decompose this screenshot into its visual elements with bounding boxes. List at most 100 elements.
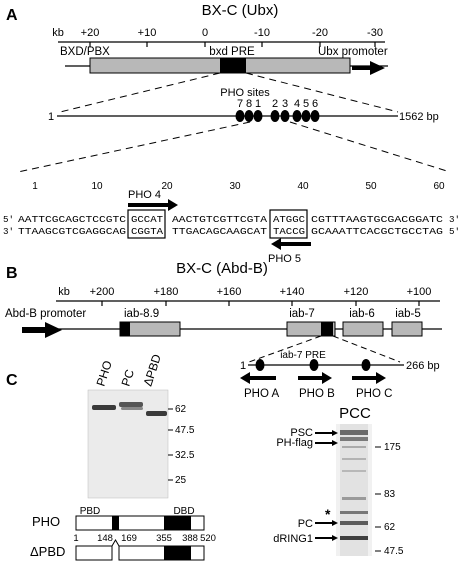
iab7-dash-right <box>332 335 401 363</box>
pho-site-marker <box>301 110 311 122</box>
pho4-site-box <box>127 209 166 239</box>
pho-site-marker <box>244 110 254 122</box>
domain-position: 1 <box>73 533 78 544</box>
tick-label: +20 <box>81 27 100 39</box>
tick-label: +160 <box>217 286 242 298</box>
iab-6-box <box>342 321 384 337</box>
pho-site-number: 4 <box>294 98 300 110</box>
domain-position: 355 <box>156 533 172 544</box>
pcc-band-minor <box>342 470 366 472</box>
pho-site-marker <box>361 359 371 371</box>
gel1-lane-label: PHO <box>94 359 115 388</box>
seq-position: 50 <box>365 181 377 192</box>
iab7-dash-left <box>248 335 322 363</box>
dpbd-bar-n <box>75 545 113 561</box>
gel1-marker-ticks <box>168 408 173 481</box>
pho-site-number: 2 <box>272 98 278 110</box>
pcc-label-dring: dRING1 <box>273 533 313 545</box>
pcc-marker: 47.5 <box>384 546 404 557</box>
iab-7-label: iab-7 <box>289 308 315 320</box>
pcc-band-minor <box>342 497 366 500</box>
pcc-arrows <box>315 430 338 541</box>
pho-domain-label: PHO <box>32 514 60 529</box>
panel-a-kb-label: kb <box>52 27 64 39</box>
bxd-pbx-label: BXD/PBX <box>60 46 110 58</box>
pcc-marker: 83 <box>384 489 396 500</box>
pho5-arrow-icon <box>271 238 311 250</box>
gel1-lane-label: ΔPBD <box>141 352 165 388</box>
bxd-pre-box <box>220 58 246 73</box>
pcc-label-pc: PC <box>298 518 313 530</box>
domain-position: 520 <box>200 533 216 544</box>
bxd-pre-label: bxd PRE <box>209 46 255 58</box>
domain-positions: 1 148 169 355 388 520 <box>73 533 216 544</box>
dpbd-deletion-mark <box>111 539 120 547</box>
pcc-label-psc: PSC <box>290 427 313 439</box>
dbd-label: DBD <box>173 506 194 517</box>
panel-b-kb-label: kb <box>58 286 70 298</box>
pho-site-number: 1 <box>255 98 261 110</box>
tick-label: +200 <box>90 286 115 298</box>
pho-site-marker <box>235 110 245 122</box>
seq-dash-right <box>289 121 451 173</box>
pho-site-marker <box>270 110 280 122</box>
seq-top-5prime: 5' <box>3 214 14 225</box>
pcc-marker-labels: 175 83 62 47.5 <box>384 442 404 557</box>
domain-position: 169 <box>121 533 137 544</box>
seq-top-middle: AACTGTCGTTCGTA <box>172 214 268 225</box>
pho-site-number: 3 <box>282 98 288 110</box>
pho5-label: PHO 5 <box>268 253 301 265</box>
pho-site-number: 8 <box>246 98 252 110</box>
seq-top-box2: ATGGC <box>273 214 306 225</box>
pho4-label: PHO 4 <box>128 189 161 201</box>
pcc-label-ph: PH-flag <box>276 437 313 449</box>
arrow-right-icon <box>315 430 338 436</box>
seq-bottom-strand: 3' TTAAGCGTCGAGGCAG CGGTA TTGACAGCAAGCAT… <box>3 226 460 237</box>
abd-b-promoter-label: Abd-B promoter <box>5 308 86 320</box>
gel1-band-pc <box>119 402 143 407</box>
seq-bottom-box2: TACCG <box>273 226 305 237</box>
tick-label: +140 <box>280 286 305 298</box>
pcc-marker: 175 <box>384 442 401 453</box>
pbd-label: PBD <box>80 506 101 517</box>
tick-label: +100 <box>407 286 432 298</box>
tick-label: +180 <box>154 286 179 298</box>
pho-a-label: PHO A <box>244 388 279 400</box>
dpbd-domain-label: ΔPBD <box>30 544 65 559</box>
seq-bottom-3prime: 3' <box>3 226 14 237</box>
iab-6-label: iab-6 <box>349 308 375 320</box>
pho-site-markers <box>235 110 320 122</box>
pcc-band-star <box>340 511 368 514</box>
seq-position: 10 <box>91 181 103 192</box>
tick-label: +120 <box>344 286 369 298</box>
gel1-band-pc-lower <box>121 407 143 410</box>
tick-label: 0 <box>202 27 208 39</box>
domain-position: 148 <box>97 533 113 544</box>
pcc-band-ph <box>340 437 368 441</box>
seq-top-box1: GCCAT <box>131 214 164 225</box>
ubx-promoter-label: Ubx promoter <box>318 46 388 58</box>
panel-b-title: BX-C (Abd-B) <box>176 260 268 277</box>
seq-position: 60 <box>433 181 445 192</box>
pho-site-marker <box>309 359 319 371</box>
panel-b-ticklabels: +200 +180 +160 +140 +120 +100 <box>90 286 432 298</box>
pho4-arrow-icon <box>128 199 178 211</box>
seq-top-before: AATTCGCAGCTCCGTC <box>18 214 127 225</box>
iab7-pho-markers <box>255 359 371 371</box>
pho-dbd-domain <box>164 516 191 530</box>
tick-label: -20 <box>312 27 328 39</box>
bxd-line-start: 1 <box>48 111 54 123</box>
pho-site-marker <box>255 359 265 371</box>
pcc-band-pc <box>340 521 368 525</box>
panel-a-letter: A <box>6 7 18 24</box>
domain-position: 388 <box>182 533 198 544</box>
pcc-band-minor <box>342 446 366 448</box>
panel-b-ticks <box>101 301 420 306</box>
iab-7-pre-box <box>321 322 333 336</box>
pho-c-arrow-icon <box>352 372 386 384</box>
panel-c-letter: C <box>6 372 18 389</box>
tick-label: -30 <box>367 27 383 39</box>
pcc-band-minor <box>342 458 366 460</box>
pho-site-number: 6 <box>312 98 318 110</box>
